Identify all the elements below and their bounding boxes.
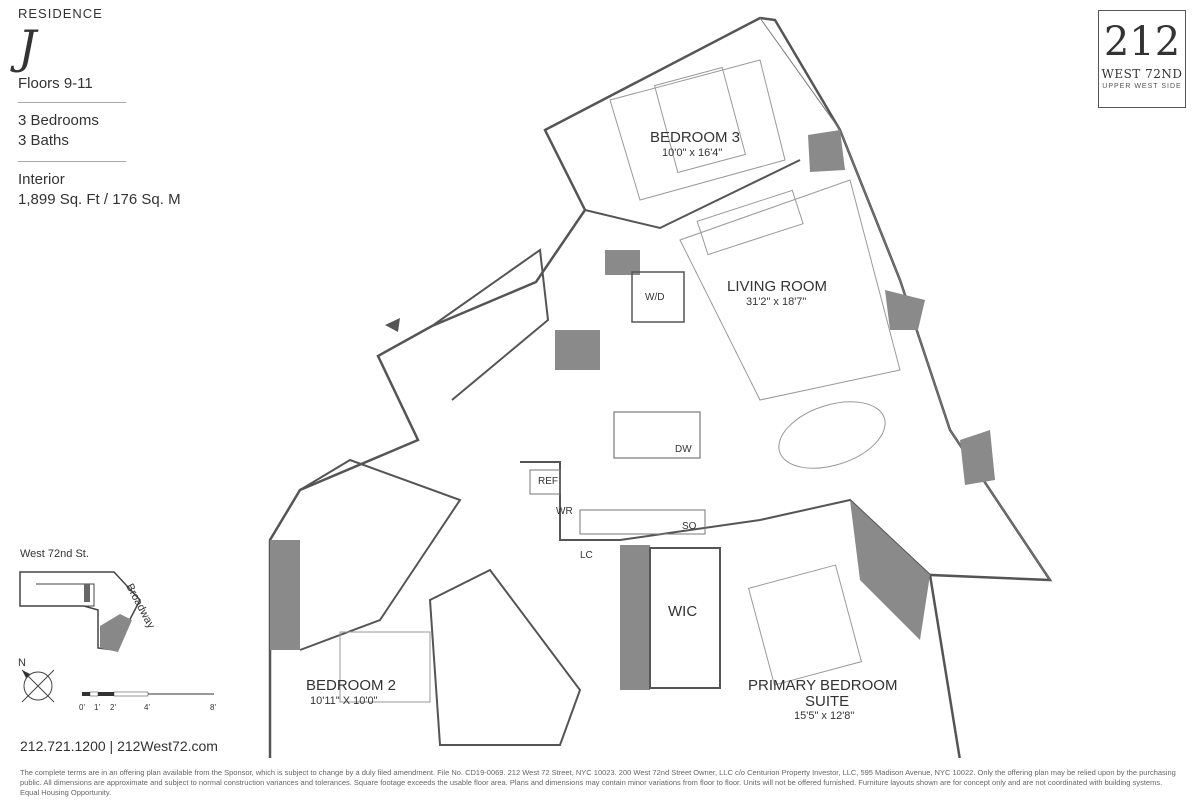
column bbox=[808, 130, 845, 172]
floors-text: Floors 9-11 bbox=[18, 75, 93, 92]
sofa bbox=[696, 189, 804, 256]
wd-label: W/D bbox=[645, 292, 664, 303]
compass-cross bbox=[21, 669, 55, 703]
bath1-wall bbox=[431, 248, 550, 401]
contact-separator: | bbox=[109, 738, 114, 754]
wic-label: WIC bbox=[668, 603, 697, 620]
column bbox=[850, 500, 930, 640]
keyplan-street-label: West 72nd St. bbox=[20, 548, 89, 560]
primary-name-line1: PRIMARY BEDROOM bbox=[748, 677, 897, 694]
scale-segment bbox=[113, 691, 149, 697]
scale-tick-8: 8' bbox=[210, 703, 216, 712]
bedroom3-dims: 10'0" x 16'4" bbox=[662, 147, 722, 159]
ref-label: REF bbox=[538, 476, 558, 487]
key-plan: Broadway bbox=[19, 571, 157, 652]
lc-label: LC bbox=[580, 550, 593, 561]
scale-tick-2: 2' bbox=[110, 703, 116, 712]
key-plan-inner bbox=[36, 583, 95, 607]
bath2-wall bbox=[299, 458, 462, 651]
interior-area: 1,899 Sq. Ft / 176 Sq. M bbox=[18, 191, 181, 208]
primary-bed bbox=[747, 564, 863, 686]
column bbox=[885, 290, 925, 330]
so-label: SO bbox=[682, 521, 697, 532]
floor-plan: W/D BEDROOM 3 10'0" x 16'4" LIVING ROOM … bbox=[268, 16, 1053, 758]
unit-outline bbox=[268, 16, 1053, 758]
divider bbox=[18, 102, 126, 103]
residence-letter: J bbox=[18, 20, 37, 74]
scale-segment bbox=[82, 692, 90, 696]
website-link[interactable]: 212West72.com bbox=[117, 738, 218, 754]
bedroom2-bed bbox=[339, 631, 431, 703]
bedroom3-bed bbox=[653, 66, 747, 174]
primary-name-line2: SUITE bbox=[805, 693, 849, 710]
contact-line: 212.721.1200 | 212West72.com bbox=[20, 738, 218, 754]
kitchen-island bbox=[613, 411, 701, 459]
living-dims: 31'2" x 18'7" bbox=[746, 296, 806, 308]
north-arrow: N bbox=[18, 657, 55, 703]
compass-circle bbox=[23, 671, 53, 701]
baths-count: 3 Baths bbox=[18, 132, 69, 149]
ref-box bbox=[529, 469, 561, 495]
entry-marker-icon bbox=[385, 318, 400, 332]
logo-street: WEST 72ND bbox=[1101, 67, 1183, 81]
wd-closet bbox=[631, 271, 685, 323]
primary-bath-wall bbox=[428, 568, 582, 746]
living-rug bbox=[679, 179, 901, 401]
interior-label: Interior bbox=[18, 171, 65, 188]
scale-tick-4: 4' bbox=[144, 703, 150, 712]
scale-segment bbox=[98, 692, 114, 696]
kitchen-wall bbox=[520, 461, 620, 541]
column bbox=[960, 430, 995, 485]
north-label: N bbox=[18, 657, 26, 669]
bedroom2-dims: 10'11" X 10'0" bbox=[310, 695, 378, 707]
bedroom3-name: BEDROOM 3 bbox=[650, 129, 740, 146]
scale-bar: 0' 1' 2' 4' 8' bbox=[79, 691, 216, 712]
wr-label: WR bbox=[556, 506, 573, 517]
key-plan-unit-highlight bbox=[100, 614, 132, 652]
scale-segment bbox=[89, 691, 99, 697]
column bbox=[555, 330, 600, 370]
bedroom3-wall bbox=[584, 159, 801, 230]
logo-neighborhood: UPPER WEST SIDE bbox=[1102, 83, 1182, 90]
residence-info: RESIDENCE J Floors 9-11 3 Bedrooms 3 Bat… bbox=[18, 6, 181, 210]
column bbox=[605, 250, 640, 275]
column bbox=[620, 545, 650, 690]
divider bbox=[18, 161, 126, 162]
wic-closet bbox=[649, 547, 721, 689]
kitchen-counter bbox=[579, 509, 706, 535]
logo-number: 212 bbox=[1103, 19, 1181, 65]
residence-label: RESIDENCE bbox=[18, 6, 103, 21]
scale-tick-0: 0' bbox=[79, 703, 85, 712]
bedrooms-count: 3 Bedrooms bbox=[18, 112, 99, 129]
bedroom3-rug bbox=[609, 59, 786, 201]
column bbox=[270, 540, 300, 650]
primary-dims: 15'5" x 12'8" bbox=[794, 710, 854, 722]
bedroom2-name: BEDROOM 2 bbox=[306, 677, 396, 694]
phone-number: 212.721.1200 bbox=[20, 738, 106, 754]
dining-table bbox=[778, 401, 886, 469]
compass-arrowhead bbox=[22, 670, 30, 678]
living-name: LIVING ROOM bbox=[727, 278, 827, 295]
key-plan-core bbox=[84, 584, 90, 602]
building-logo: 212 WEST 72ND UPPER WEST SIDE bbox=[1098, 10, 1186, 108]
scale-tick-1: 1' bbox=[94, 703, 100, 712]
dw-label: DW bbox=[675, 444, 692, 455]
legal-disclaimer: The complete terms are in an offering pl… bbox=[20, 768, 1176, 797]
